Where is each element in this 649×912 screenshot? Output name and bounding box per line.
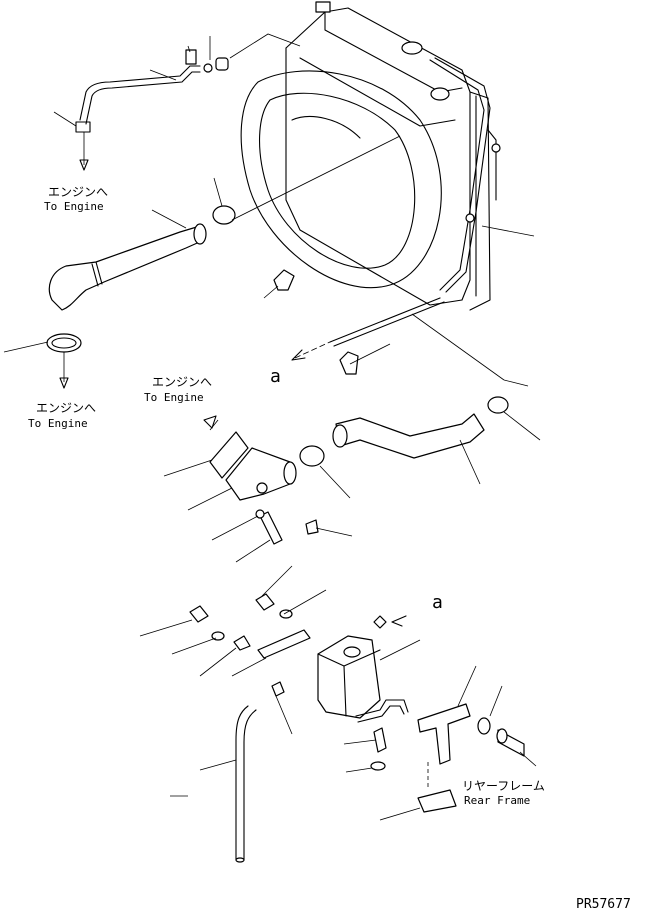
small-parts	[189, 509, 319, 697]
rear-frame-block	[417, 762, 457, 813]
upper-hose	[48, 205, 236, 311]
radiator-assembly	[240, 1, 501, 361]
rear-frame-jp: リヤーフレーム	[462, 779, 545, 793]
to-engine-jp-3: エンジンへ	[152, 375, 212, 389]
elbow-fitting	[273, 269, 359, 375]
text-labels: エンジンへ To Engine エンジンへ To Engine エンジンへ To…	[28, 185, 631, 912]
reservoir-tank	[317, 615, 409, 723]
to-engine-jp-1: エンジンへ	[48, 185, 108, 199]
to-engine-jp-2: エンジンへ	[36, 401, 96, 415]
to-engine-en-3: To Engine	[144, 391, 204, 404]
hose-clamp-left	[46, 333, 82, 389]
view-mark-a-1: a	[270, 366, 281, 387]
tank-bracket	[370, 703, 525, 771]
leader-lines	[3, 33, 541, 821]
lower-hose	[299, 396, 509, 467]
drawing-number: PR57677	[576, 897, 631, 912]
drain-hose	[235, 705, 257, 863]
rear-frame-en: Rear Frame	[464, 794, 530, 807]
view-mark-a-2: a	[432, 592, 443, 613]
overflow-pipe	[75, 49, 229, 171]
to-engine-en-2: To Engine	[28, 417, 88, 430]
to-engine-en-1: To Engine	[44, 200, 104, 213]
water-outlet	[203, 415, 297, 501]
